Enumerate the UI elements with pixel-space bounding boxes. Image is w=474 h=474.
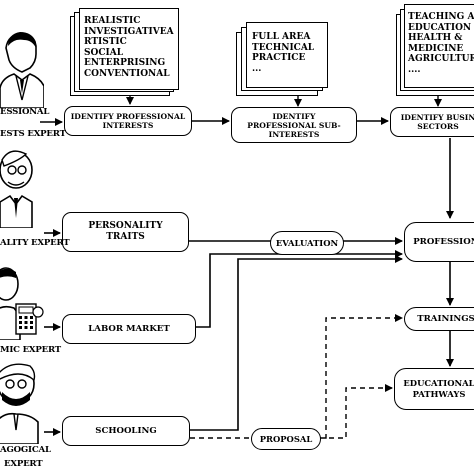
- personality-traits-box: PERSONALITY TRAITS: [62, 212, 189, 252]
- identify-business-sectors-box: IDENTIFY BUSIN SECTORS: [390, 107, 474, 137]
- economic-expert-icon: [0, 267, 44, 340]
- interests-document-stack: REALISTIC INVESTIGATIVEA RTISTIC SOCIAL …: [70, 6, 182, 96]
- identify-professional-subinterests-box: IDENTIFY PROFESSIONAL SUB- INTERESTS: [231, 107, 357, 143]
- expert-3-label: MIC EXPERT: [0, 345, 61, 355]
- trainings-box: TRAININGS: [404, 307, 474, 331]
- line-labor-up: [196, 250, 403, 328]
- labor-market-box: LABOR MARKET: [62, 314, 196, 344]
- professional-expert-icon: [0, 32, 44, 108]
- pedagogical-expert-icon: [0, 363, 39, 444]
- educational-pathways-box: EDUCATIONAL PATHWAYS: [394, 368, 474, 410]
- subinterests-list: FULL AREA TECHNICAL PRACTICE ...: [252, 32, 315, 74]
- dashed-to-educational: [320, 384, 393, 439]
- subinterests-document-stack: FULL AREA TECHNICAL PRACTICE ...: [236, 22, 332, 96]
- expert-4-sublabel: EXPERT: [4, 459, 43, 469]
- schooling-box: SCHOOLING: [62, 416, 190, 446]
- personality-expert-icon: [0, 150, 33, 228]
- expert-4-label: AGOGICAL: [0, 445, 51, 455]
- dashed-to-trainings: [190, 314, 403, 439]
- sectors-list: TEACHING AN EDUCATION HEALTH & MEDICINE …: [408, 12, 474, 75]
- sectors-document-stack: TEACHING AN EDUCATION HEALTH & MEDICINE …: [396, 4, 474, 96]
- identify-professional-interests-box: IDENTIFY PROFESSIONAL INTERESTS: [64, 106, 192, 136]
- proposal-box: PROPOSAL: [251, 428, 321, 450]
- expert-2-label: ALITY EXPERT: [0, 238, 70, 248]
- evaluation-box: EVALUATION: [270, 231, 344, 255]
- professions-box: PROFESSIONS: [404, 222, 474, 262]
- interests-list: REALISTIC INVESTIGATIVEA RTISTIC SOCIAL …: [84, 16, 174, 79]
- line-schooling-up: [190, 255, 403, 431]
- expert-1-sublabel: ESTS EXPERT: [0, 129, 66, 139]
- expert-1-label: ESSIONAL: [0, 107, 50, 117]
